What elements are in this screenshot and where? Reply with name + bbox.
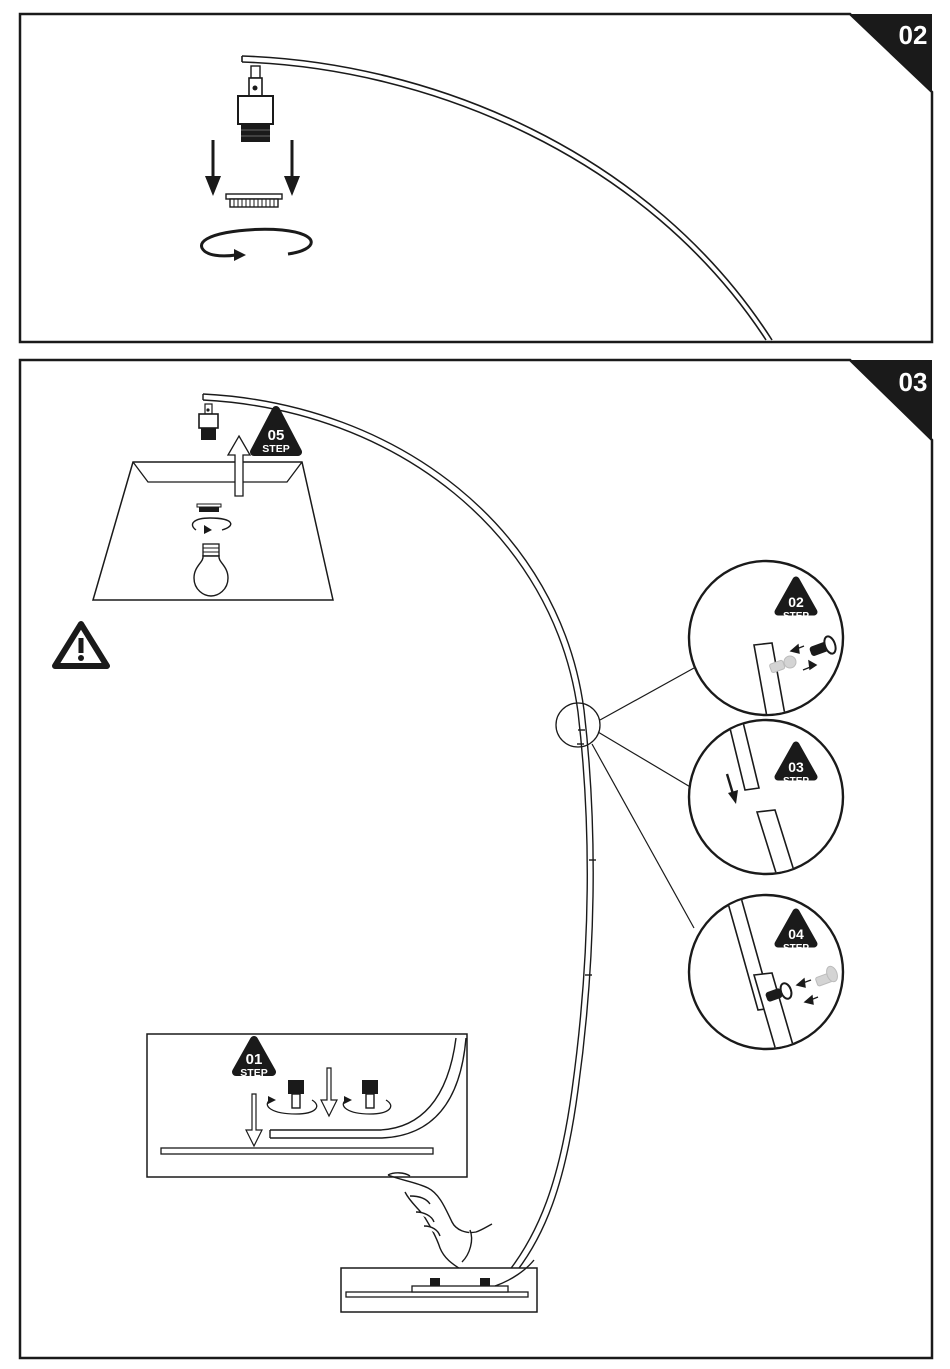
panel-03-number: 03: [899, 367, 928, 397]
detail-step-02: 02 STEP: [689, 561, 843, 717]
panel-02-number: 02: [899, 20, 928, 50]
step-02-number: 02: [788, 594, 804, 610]
step-03-word: STEP: [783, 776, 809, 787]
panel-02: 02: [20, 14, 932, 342]
step-04-word: STEP: [783, 943, 809, 954]
ring-nut: [197, 504, 221, 512]
base-detail-box: 01 STEP: [147, 1034, 467, 1177]
step-03-number: 03: [788, 759, 804, 775]
step-05-number: 05: [268, 427, 285, 444]
step-01-number: 01: [246, 1051, 263, 1068]
step-04-number: 04: [788, 926, 804, 942]
panel-03: 03 05 STEP: [20, 360, 932, 1358]
bottom-base-box: [341, 1260, 537, 1312]
step-02-word: STEP: [783, 611, 809, 622]
step-05-word: STEP: [262, 443, 289, 455]
step-01-word: STEP: [240, 1067, 267, 1079]
ring-nut: [226, 194, 282, 207]
